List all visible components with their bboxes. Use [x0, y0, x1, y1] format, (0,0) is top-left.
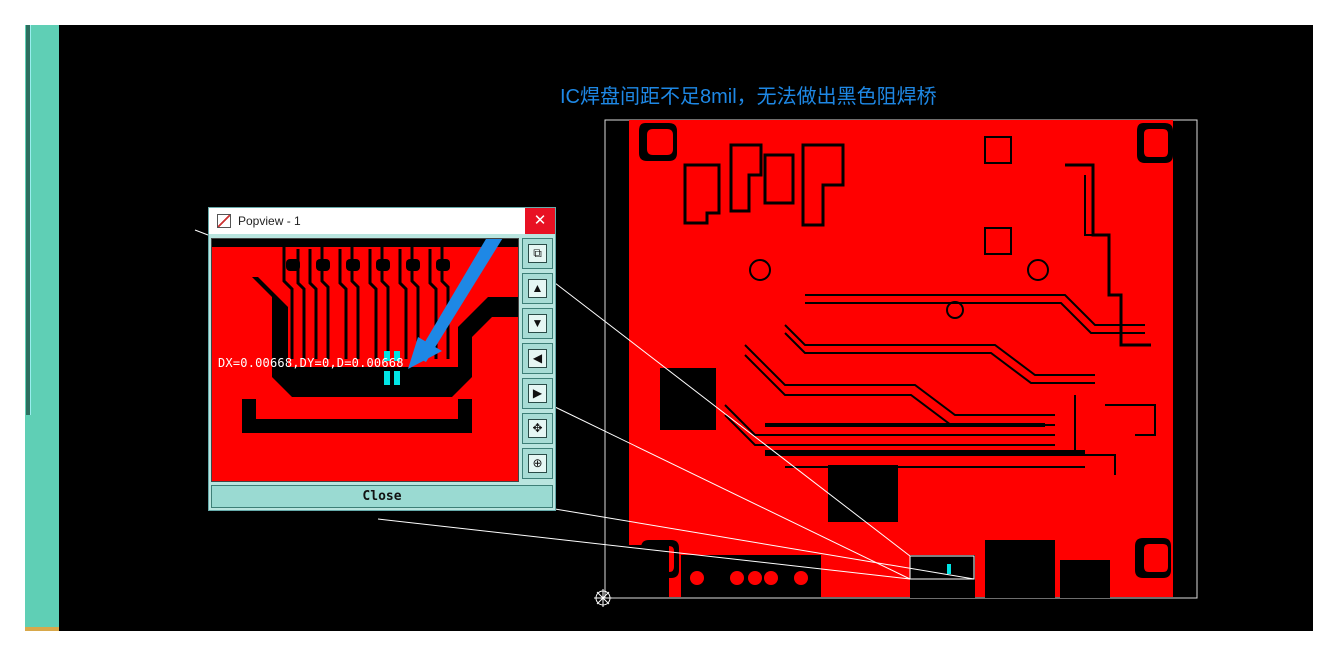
copper-pour [629, 120, 1173, 597]
app-icon [217, 214, 231, 228]
ic-chip-center [828, 465, 898, 522]
popview-title: Popview - 1 [238, 214, 301, 228]
connector-bottom-right [985, 540, 1055, 598]
pcb-canvas[interactable]: IC焊盘间距不足8mil，无法做出黑色阻焊桥 Popview - 1 ✕ [25, 25, 1313, 631]
board-drawing [194, 119, 1198, 607]
left-panel-status-strip [25, 627, 59, 631]
zoom-in-button[interactable]: ✥ [522, 413, 553, 444]
pan-down-icon: ▼ [531, 316, 544, 330]
pan-left-button[interactable]: ◀ [522, 343, 553, 374]
ic-chip-left [660, 368, 716, 430]
popview-window[interactable]: Popview - 1 ✕ [208, 207, 556, 511]
annotation-text: IC焊盘间距不足8mil，无法做出黑色阻焊桥 [560, 86, 937, 108]
pan-left-icon: ◀ [532, 351, 543, 365]
close-button[interactable]: Close [211, 485, 553, 508]
pan-up-icon: ▲ [531, 281, 544, 295]
measurement-readout: DX=0.00668,DY=0,D=0.00668 [218, 356, 404, 370]
left-toolbar-panel [25, 25, 59, 631]
pan-down-button[interactable]: ▼ [522, 308, 553, 339]
pan-up-button[interactable]: ▲ [522, 273, 553, 304]
connector-bottom-center [910, 555, 975, 598]
popview-titlebar[interactable]: Popview - 1 ✕ [209, 208, 555, 234]
close-icon[interactable]: ✕ [525, 208, 555, 234]
zoomed-pads-drawing [212, 239, 518, 481]
origin-marker [594, 589, 612, 607]
annotation-arrow [416, 239, 503, 362]
popview-source-region [909, 555, 975, 580]
popview-viewport[interactable]: DX=0.00668,DY=0,D=0.00668 [211, 238, 519, 482]
zoom-out-icon: ⊕ [532, 456, 543, 470]
zoom-out-button[interactable]: ⊕ [522, 448, 553, 479]
zoom-window-icon: ⧉ [533, 246, 542, 260]
left-panel-scrollbar[interactable] [26, 25, 31, 415]
zoom-in-icon: ✥ [532, 421, 543, 435]
pan-right-icon: ▶ [532, 386, 543, 400]
pan-right-button[interactable]: ▶ [522, 378, 553, 409]
zoom-window-button[interactable]: ⧉ [522, 238, 553, 269]
